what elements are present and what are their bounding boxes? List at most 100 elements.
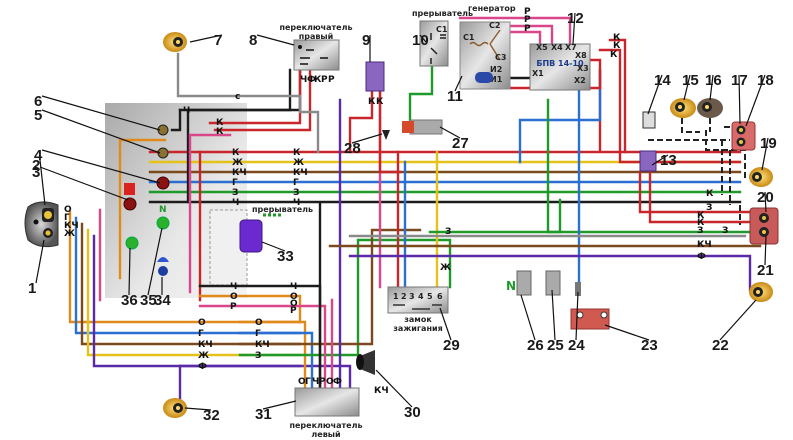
wire-mark: К bbox=[314, 75, 322, 85]
oil-sensor-25[interactable] bbox=[545, 270, 561, 296]
rear-brake-switch-13[interactable] bbox=[639, 150, 657, 172]
wire-mark: Ф bbox=[198, 362, 207, 372]
bpv-x7: Х7 bbox=[565, 43, 577, 52]
turn-relay-33[interactable] bbox=[239, 219, 263, 253]
component-number: 12 bbox=[567, 10, 584, 27]
leader-line bbox=[262, 400, 297, 410]
neutral-mark: N bbox=[159, 205, 167, 215]
component-number: 36 bbox=[121, 292, 138, 309]
wire-mark: О bbox=[298, 377, 306, 387]
wire-mark: О bbox=[230, 292, 238, 302]
wire-mark: Р bbox=[230, 302, 237, 312]
wire-mark: Ф bbox=[697, 252, 706, 262]
ignition-lock-29[interactable]: 1 2 3 4 5 6 bbox=[387, 286, 449, 314]
rear-turn-signal-22[interactable] bbox=[749, 282, 773, 302]
component-number: 26 bbox=[527, 337, 544, 354]
rectifier-bpv-12[interactable]: БПВ 14-10 Х5 Х4 Х7 Х8 Х3 Х2 Х1 bbox=[529, 43, 591, 91]
component-number: 23 bbox=[641, 337, 658, 354]
wire-mark: К bbox=[697, 218, 705, 228]
ign-pin-6: 6 bbox=[437, 292, 443, 301]
ign-pin-5: 5 bbox=[427, 292, 433, 301]
component-number: 24 bbox=[568, 337, 585, 354]
component-number: 1 bbox=[28, 280, 36, 297]
generator-11[interactable]: С1 С2 С3 И2 И1 bbox=[459, 21, 511, 90]
component-number: 22 bbox=[712, 337, 729, 354]
wire-mark: Ч bbox=[312, 377, 319, 387]
component-number: 35 bbox=[140, 292, 157, 309]
wire-mark: Ч bbox=[183, 106, 190, 116]
fuse-24[interactable] bbox=[575, 282, 581, 296]
wire-mark: О bbox=[290, 299, 298, 309]
leader-line bbox=[351, 133, 383, 144]
switch-right-caption-1: переключатель bbox=[279, 23, 352, 32]
wire-marks: сКЖКЧГЗЧКЖКЧГЗЧЧККЧОРЧООРОГКЧЖФОГКЧЗОГКЧ… bbox=[64, 7, 728, 396]
breaker-10[interactable]: С1 bbox=[419, 20, 449, 67]
leader-line bbox=[572, 12, 576, 45]
component-number: 30 bbox=[404, 404, 421, 421]
neutral-sensor-26[interactable] bbox=[516, 270, 532, 296]
rear-turn-signal-15[interactable] bbox=[670, 98, 696, 118]
wire-mark: КЧ bbox=[374, 386, 389, 396]
bpv-x3: Х3 bbox=[577, 64, 589, 73]
ignition-caption-2: зажигания bbox=[393, 324, 442, 333]
leader-line bbox=[745, 74, 766, 127]
wire-mark: Ф bbox=[333, 377, 342, 387]
leader-line bbox=[575, 291, 579, 341]
wire-mark: О bbox=[255, 318, 263, 328]
switch-left-caption-2: левый bbox=[311, 430, 340, 439]
leader-line bbox=[41, 149, 161, 184]
spark-plug-28[interactable] bbox=[382, 130, 390, 140]
wire-mark: З bbox=[232, 188, 238, 198]
breaker-mid-label: прерыватель bbox=[252, 205, 313, 214]
brake-switch-9[interactable] bbox=[365, 61, 385, 92]
wire-mark: О bbox=[64, 205, 72, 215]
component-number: 34 bbox=[154, 292, 171, 309]
component-number: 4 bbox=[34, 147, 43, 164]
high-beam-indicator-34 bbox=[158, 266, 168, 276]
wire-mark: Ч bbox=[300, 75, 307, 85]
wire bbox=[598, 48, 742, 164]
headlamp[interactable] bbox=[24, 201, 59, 248]
tail-light-17-18[interactable] bbox=[731, 121, 756, 151]
leader-line bbox=[41, 95, 161, 131]
wire bbox=[238, 228, 422, 346]
rear-turn-signal-19[interactable] bbox=[749, 167, 773, 187]
component-number: 29 bbox=[443, 337, 460, 354]
ignition-coil-27[interactable] bbox=[402, 119, 443, 135]
wire-mark: З bbox=[706, 203, 712, 213]
bpv-label: БПВ 14-10 bbox=[536, 59, 584, 68]
wire bbox=[608, 38, 627, 154]
front-turn-signal-7[interactable] bbox=[163, 32, 187, 52]
wire bbox=[458, 16, 572, 46]
leader-line bbox=[551, 289, 556, 341]
bpv-x1: Х1 bbox=[532, 69, 544, 78]
switch-left-caption-1: переключатель bbox=[289, 421, 362, 430]
wire-mark: З bbox=[697, 226, 703, 236]
wire bbox=[170, 108, 182, 132]
switch-left-31[interactable] bbox=[294, 387, 360, 417]
wire bbox=[588, 58, 602, 152]
rear-turn-signal-16[interactable] bbox=[697, 98, 723, 118]
front-turn-signal-32[interactable] bbox=[163, 398, 187, 418]
battery-23[interactable] bbox=[570, 308, 610, 330]
component-number: 19 bbox=[760, 135, 777, 152]
leader-line bbox=[39, 166, 129, 201]
wire-mark: К bbox=[293, 148, 301, 158]
leader-line bbox=[764, 235, 767, 266]
wire bbox=[638, 170, 762, 214]
wire-mark: З bbox=[255, 351, 261, 361]
wire-mark: Г bbox=[64, 213, 70, 223]
tail-light-20-21[interactable] bbox=[749, 207, 779, 245]
ignition-caption-1: замок bbox=[404, 315, 432, 324]
wire bbox=[378, 89, 402, 174]
leader-line bbox=[454, 75, 463, 92]
horn-30[interactable] bbox=[356, 350, 375, 375]
wire-mark: с bbox=[235, 92, 240, 102]
wire-mark: Р bbox=[290, 306, 297, 316]
leader-line bbox=[439, 126, 461, 139]
leader-line bbox=[761, 137, 769, 171]
sidecar-light-14[interactable] bbox=[642, 111, 656, 129]
wire-mark: Г bbox=[232, 178, 238, 188]
switch-right-8[interactable] bbox=[293, 39, 340, 71]
